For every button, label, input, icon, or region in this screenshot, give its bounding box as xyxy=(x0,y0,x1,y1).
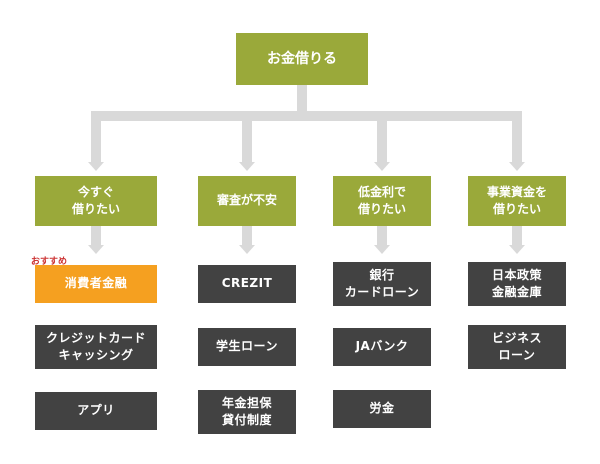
category-label: 事業資金を 借りたい xyxy=(486,184,547,216)
recommended-badge: おすすめ xyxy=(31,257,68,267)
leaf-crezit: CREZIT xyxy=(198,265,296,303)
connector-drop xyxy=(512,111,522,163)
leaf-label: アプリ xyxy=(77,403,115,418)
connector-drop xyxy=(91,111,101,163)
connector-drop-leaf xyxy=(242,226,252,246)
connector-drop-leaf xyxy=(377,226,387,246)
leaf-label: クレジットカード キャッシング xyxy=(45,330,146,362)
leaf-label: 消費者金融 xyxy=(64,276,128,291)
connector-drop xyxy=(377,111,387,163)
leaf-student-loan: 学生ローン xyxy=(198,328,296,366)
connector-arrow xyxy=(239,245,255,254)
leaf-label: ビジネス ローン xyxy=(491,330,542,362)
leaf-japan-finance-corp: 日本政策 金融金庫 xyxy=(468,262,566,306)
leaf-rokin: 労金 xyxy=(333,390,431,428)
connector-arrow xyxy=(374,245,390,254)
leaf-label: 年金担保 貸付制度 xyxy=(221,395,272,427)
category-node-anxious: 審査が不安 xyxy=(198,176,296,226)
leaf-label: 日本政策 金融金庫 xyxy=(491,267,542,299)
connector-arrow xyxy=(509,245,525,254)
category-node-business: 事業資金を 借りたい xyxy=(468,176,566,226)
leaf-business-loan: ビジネス ローン xyxy=(468,325,566,369)
leaf-bank-card-loan: 銀行 カードローン xyxy=(333,262,431,306)
leaf-label: 労金 xyxy=(369,401,395,416)
leaf-label: 銀行 カードローン xyxy=(344,267,420,299)
leaf-label: CREZIT xyxy=(221,276,273,291)
leaf-pension-secured-loan: 年金担保 貸付制度 xyxy=(198,390,296,434)
category-label: 審査が不安 xyxy=(216,193,277,208)
leaf-label: JAバンク xyxy=(355,339,409,354)
connector-drop xyxy=(242,111,252,163)
root-label: お金借りる xyxy=(267,50,337,67)
category-node-instant: 今すぐ 借りたい xyxy=(35,176,157,226)
category-label: 今すぐ 借りたい xyxy=(71,184,120,216)
connector-arrow xyxy=(509,162,525,171)
category-label: 低金利で 借りたい xyxy=(357,184,406,216)
connector-trunk xyxy=(297,85,307,111)
leaf-credit-card-cashing: クレジットカード キャッシング xyxy=(35,325,157,369)
connector-arrow xyxy=(239,162,255,171)
leaf-label: 学生ローン xyxy=(216,339,278,354)
connector-arrow xyxy=(88,245,104,254)
leaf-consumer-finance: 消費者金融 xyxy=(35,265,157,303)
connector-arrow xyxy=(374,162,390,171)
connector-bar xyxy=(91,111,522,121)
root-node: お金借りる xyxy=(236,33,368,85)
connector-arrow xyxy=(88,162,104,171)
leaf-ja-bank: JAバンク xyxy=(333,328,431,366)
connector-drop-leaf xyxy=(512,226,522,246)
leaf-app: アプリ xyxy=(35,392,157,430)
category-node-low-interest: 低金利で 借りたい xyxy=(333,176,431,226)
connector-drop-leaf xyxy=(91,226,101,246)
